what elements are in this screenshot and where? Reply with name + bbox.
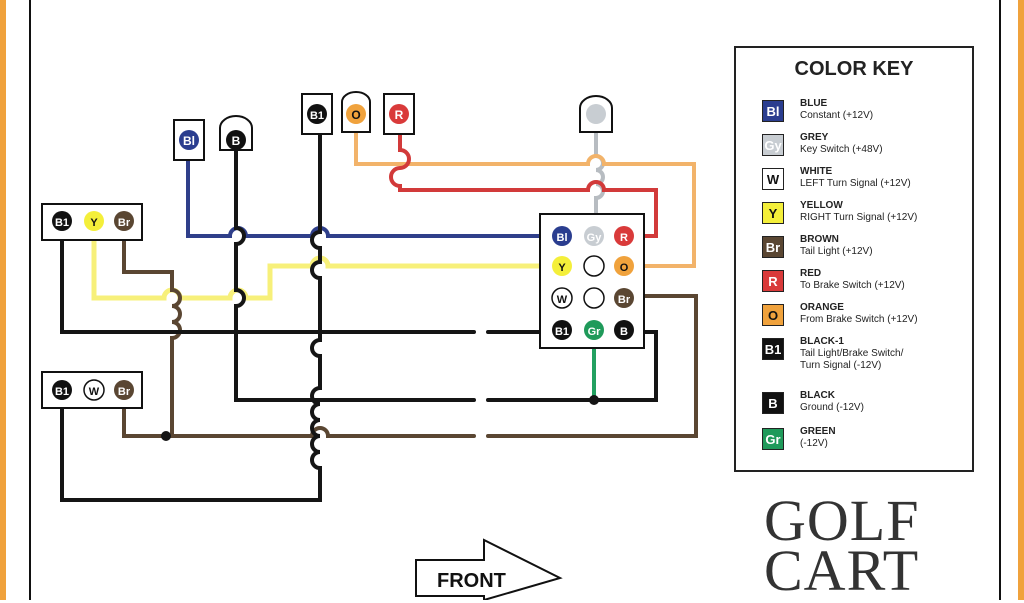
- golf-cart-logo: GOLF CART: [764, 488, 964, 603]
- pin-label: O: [620, 262, 629, 274]
- legend-item-desc: Constant (+12V): [800, 110, 874, 121]
- pin-label: B: [232, 134, 241, 148]
- front-arrow: FRONT: [415, 538, 563, 600]
- pin-label: R: [395, 108, 404, 122]
- pin-label: Gy: [587, 232, 603, 244]
- top-connector-orange: O: [341, 91, 371, 133]
- legend-item-desc: Key Switch (+48V): [800, 144, 883, 155]
- legend-item-desc: LEFT Turn Signal (+12V): [800, 178, 911, 189]
- top-connector-b1: B1: [301, 93, 333, 135]
- legend-item: O ORANGE From Brake Switch (+12V): [762, 302, 962, 336]
- color-swatch: W: [762, 168, 784, 190]
- color-swatch: R: [762, 270, 784, 292]
- pin-label: Bl: [183, 134, 195, 148]
- wire-brown-top: [122, 234, 698, 438]
- color-swatch: Gr: [762, 428, 784, 450]
- front-label: FRONT: [437, 570, 506, 592]
- legend-title: COLOR KEY: [794, 58, 914, 80]
- color-swatch: Br: [762, 236, 784, 258]
- color-swatch: Bl: [762, 100, 784, 122]
- legend-item-desc: To Brake Switch (+12V): [800, 280, 905, 291]
- brand-line-2: CART: [764, 538, 920, 603]
- legend-item: Bl BLUE Constant (+12V): [762, 98, 962, 132]
- legend-item: B1 BLACK-1 Tail Light/Brake Switch/ Turn…: [762, 336, 962, 384]
- legend-item-name: YELLOW: [800, 200, 843, 211]
- wires: [60, 130, 698, 502]
- page-border-right: [1018, 0, 1024, 600]
- legend-item-desc: Tail Light (+12V): [800, 246, 873, 257]
- pin-label: B1: [555, 326, 569, 338]
- legend-item-desc: (-12V): [800, 438, 828, 449]
- legend-item: Y YELLOW RIGHT Turn Signal (+12V): [762, 200, 962, 234]
- legend-item: Gy GREY Key Switch (+48V): [762, 132, 962, 166]
- wire-black-b1-top: [60, 234, 550, 334]
- legend-item: Br BROWN Tail Light (+12V): [762, 234, 962, 268]
- legend-item-desc: Ground (-12V): [800, 402, 864, 413]
- left-connector-top: B1 Y Br: [41, 203, 143, 241]
- legend-item: Gr GREEN (-12V): [762, 426, 962, 460]
- legend-item: B BLACK Ground (-12V): [762, 390, 962, 424]
- legend-item-desc: From Brake Switch (+12V): [800, 314, 918, 325]
- color-key-legend: COLOR KEY Bl BLUE Constant (+12V) Gy GRE…: [734, 46, 974, 472]
- color-swatch: B1: [762, 338, 784, 360]
- legend-item-name: WHITE: [800, 166, 833, 177]
- brand-line-1: GOLF: [764, 488, 920, 553]
- wire-blue: [186, 158, 552, 238]
- pin-label: Bl: [557, 232, 568, 244]
- wire-black-b1-bottom: [60, 130, 322, 502]
- pin-label: Br: [118, 386, 131, 398]
- legend-item-name: BLACK-1: [800, 336, 844, 347]
- legend-item-name: RED: [800, 268, 822, 279]
- wire-black-ground: [234, 148, 658, 402]
- pin-label: W: [89, 386, 100, 398]
- top-connector-red: R: [383, 93, 415, 135]
- legend-item-name: ORANGE: [800, 302, 844, 313]
- pin-label: Gr: [588, 326, 602, 338]
- pin-label: Y: [558, 262, 566, 274]
- page-border-left: [0, 0, 6, 600]
- junction-dot: [161, 431, 171, 441]
- panel-connector: Bl Gy R Y O W Br B1 Gr B: [539, 213, 645, 349]
- color-swatch: B: [762, 392, 784, 414]
- pin-label: Br: [118, 217, 131, 229]
- legend-item: W WHITE LEFT Turn Signal (+12V): [762, 166, 962, 200]
- color-swatch: Y: [762, 202, 784, 224]
- pin-label: B1: [55, 386, 69, 398]
- legend-item-desc: Tail Light/Brake Switch/ Turn Signal (-1…: [800, 348, 904, 371]
- legend-item: R RED To Brake Switch (+12V): [762, 268, 962, 302]
- junction-dot: [589, 395, 599, 405]
- pin-label: W: [557, 294, 568, 306]
- pin-label: B1: [55, 217, 69, 229]
- legend-item-name: BROWN: [800, 234, 839, 245]
- legend-item-name: BLACK: [800, 390, 835, 401]
- pin-label: Br: [618, 294, 631, 306]
- pin-label: B1: [310, 110, 324, 122]
- top-connector-black: B: [219, 115, 253, 151]
- wire-orange: [354, 130, 696, 268]
- pin-label: B: [620, 326, 628, 338]
- legend-item-name: BLUE: [800, 98, 828, 109]
- legend-item-name: GREY: [800, 132, 829, 143]
- legend-item-name: GREEN: [800, 426, 836, 437]
- top-connector-blue: Bl: [173, 119, 205, 161]
- left-connector-bottom: B1 W Br: [41, 371, 143, 409]
- pin-label: R: [620, 232, 628, 244]
- color-swatch: Gy: [762, 134, 784, 156]
- top-connector-key: [579, 95, 613, 133]
- wire-brown-bottom: [122, 404, 168, 438]
- color-swatch: O: [762, 304, 784, 326]
- pin-label: Y: [90, 217, 98, 229]
- pin-label: O: [351, 108, 360, 122]
- legend-item-desc: RIGHT Turn Signal (+12V): [800, 212, 918, 223]
- wire-red: [389, 130, 658, 238]
